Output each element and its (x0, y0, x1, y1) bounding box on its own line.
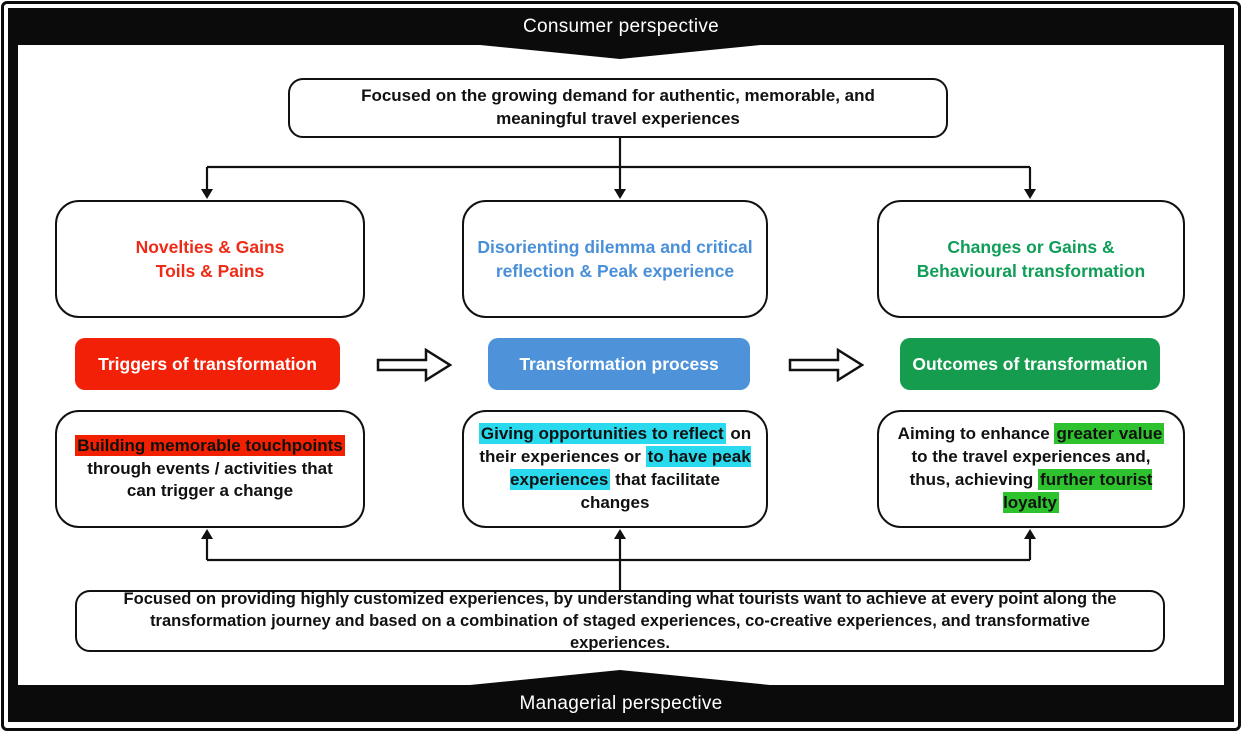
concept-box-triggers: Novelties & Gains Toils & Pains (55, 200, 365, 318)
right-block-arrow-icon (788, 347, 864, 383)
stage-pill-label: Triggers of transformation (98, 353, 317, 374)
description-text: to the travel experiences and, thus, ach… (909, 447, 1151, 489)
highlighted-phrase: Building memorable touchpoints (75, 434, 345, 456)
description-box-triggers: Building memorable touchpoints through e… (55, 410, 365, 528)
description-box-outcomes: Aiming to enhance greater value to the t… (877, 410, 1185, 528)
description-box-process: Giving opportunities to reflect on their… (462, 410, 768, 528)
concept-line: Disorienting dilemma and critical (477, 236, 753, 257)
managerial-perspective-banner: Managerial perspective (519, 692, 723, 714)
right-frame-bar (1224, 8, 1234, 722)
concept-line: Toils & Pains (155, 261, 265, 281)
consumer-perspective-banner: Consumer perspective (522, 15, 720, 37)
description-text: Aiming to enhance (897, 424, 1055, 444)
description-text: through events / activities that can tri… (87, 458, 333, 501)
managerial-approach-box: Focused on providing highly customized e… (75, 590, 1165, 652)
managerial-approach-text: Focused on providing highly customized e… (123, 589, 1117, 653)
stage-pill-outcomes: Outcomes of transformation (900, 338, 1160, 390)
concept-line: reflection & Peak experience (495, 261, 735, 281)
stage-pill-triggers: Triggers of transformation (75, 338, 340, 390)
stage-pill-label: Transformation process (519, 353, 719, 374)
right-block-arrow-icon (376, 347, 452, 383)
stage-pill-label: Outcomes of transformation (912, 353, 1148, 374)
highlighted-phrase: Giving opportunities to reflect (478, 423, 726, 445)
concept-box-outcomes: Changes or Gains & Behavioural transform… (877, 200, 1185, 318)
left-frame-bar (8, 8, 18, 722)
top-banner-bar (8, 8, 1234, 45)
consumer-demand-text: Focused on the growing demand for authen… (361, 86, 875, 128)
highlighted-phrase: greater value (1054, 423, 1165, 445)
top-banner-chevron-down (470, 44, 770, 59)
bottom-banner-chevron-up (470, 670, 770, 685)
consumer-demand-box: Focused on the growing demand for authen… (288, 78, 948, 138)
stage-pill-process: Transformation process (488, 338, 750, 390)
concept-line: Novelties & Gains (135, 236, 285, 257)
concept-box-process: Disorienting dilemma and critical reflec… (462, 200, 768, 318)
description-text: that facilitate changes (580, 470, 720, 512)
concept-line: Changes or Gains & (947, 236, 1115, 257)
bottom-banner-bar (8, 685, 1234, 722)
description-text: on their experiences or (479, 424, 752, 467)
concept-line: Behavioural transformation (916, 261, 1146, 281)
